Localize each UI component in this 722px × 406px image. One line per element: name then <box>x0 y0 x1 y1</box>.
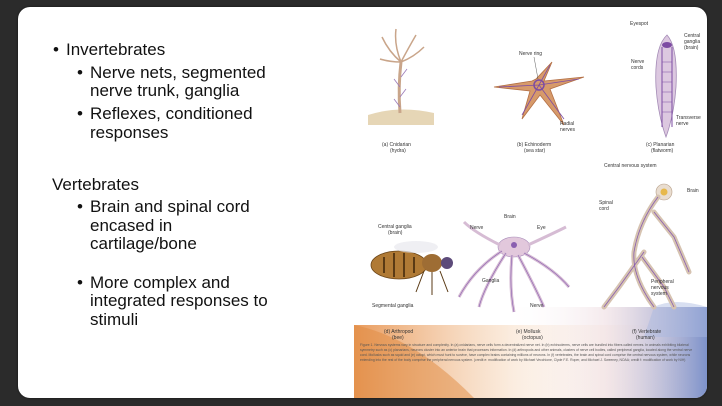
seastar-illustration: Nerve ring Radial nerves (b) Echinoderm … <box>493 51 585 154</box>
figure-caption: Figure 1. Nervous systems vary in struct… <box>360 343 693 362</box>
human-label-pns-1: Peripheral <box>651 279 674 285</box>
planarian-body <box>655 34 677 139</box>
planarian-label-eyespot: Eyespot <box>630 21 649 27</box>
bee-stripes <box>383 253 415 277</box>
bullet-level2: •Brain and spinal cord <box>77 197 250 216</box>
bee-label-central-1: Central ganglia <box>378 224 412 230</box>
leader-line <box>533 56 539 80</box>
octopus-label-brain: Brain <box>504 214 516 220</box>
bullet-level2: •More complex and <box>77 273 230 292</box>
bullet-continuation: stimuli <box>90 310 138 329</box>
human-label-spinal-1: Spinal <box>599 200 613 206</box>
bullet-text: stimuli <box>90 310 139 329</box>
bullet-text: Reflexes, conditioned <box>90 104 253 123</box>
hydra-caption-2: (hydra) <box>390 148 406 154</box>
bullet-text: More complex and <box>90 273 230 292</box>
bullet-text: nerve trunk, ganglia <box>90 81 240 100</box>
octopus-nerves <box>458 250 570 313</box>
human-caption-2: (human) <box>636 335 655 341</box>
hydra-tentacles <box>379 28 425 63</box>
seastar-label-radial-1: Radial <box>560 121 574 127</box>
planarian-label-transverse-1: Transverse <box>676 115 701 121</box>
bullet-level2: •Nerve nets, segmented <box>77 63 266 82</box>
octopus-illustration: Nerve Brain Eye Ganglia Nerve (e) Mollus… <box>457 214 571 341</box>
bee-label-central-2: (brain) <box>388 230 403 236</box>
bullet-continuation: encased in <box>90 216 172 235</box>
figure-canvas: (a) Cnidarian (hydra) Nerve ring Radial … <box>354 21 707 398</box>
bee-abdomen <box>370 250 428 280</box>
bullet-text: cartilage/bone <box>90 234 197 253</box>
heading-vertebrates: Vertebrates <box>52 175 139 194</box>
planarian-caption-2: (flatworm) <box>651 148 674 154</box>
planarian-transverse-nerves <box>662 61 672 113</box>
bullet-text: Vertebrates <box>52 175 139 194</box>
octopus-arms <box>457 220 571 313</box>
hydra-nerve-net <box>393 68 408 108</box>
planarian-label-transverse-2: nerve <box>676 121 689 127</box>
bee-caption-1: (d) Arthropod <box>384 329 413 335</box>
slide-text-column: •Invertebrates •Nerve nets, segmented ne… <box>18 7 358 398</box>
human-label-cns: Central nervous system <box>604 163 657 169</box>
octopus-brain <box>511 242 517 248</box>
seastar-caption-1: (b) Echinoderm <box>517 142 551 148</box>
blue-wash-right <box>644 167 707 337</box>
planarian-label-central-3: (brain) <box>684 45 699 51</box>
human-illustration: Central nervous system Brain Spinal cord… <box>599 163 699 341</box>
octopus-label-ganglia: Ganglia <box>482 278 499 284</box>
planarian-caption-1: (c) Planarian <box>646 142 675 148</box>
human-label-spinal-2: cord <box>599 206 609 212</box>
planarian-label-central-2: ganglia <box>684 39 700 45</box>
octopus-caption-2: (octopus) <box>522 335 543 341</box>
bee-illustration: Central ganglia (brain) Segmental gangli… <box>370 224 453 341</box>
hydra-base <box>368 109 434 125</box>
planarian-label-central-1: Central <box>684 33 700 39</box>
human-label-pns-2: nervous <box>651 285 669 291</box>
bullet-text: Brain and spinal cord <box>90 197 250 216</box>
bullet-continuation: nerve trunk, ganglia <box>90 81 239 100</box>
planarian-label-nerve-1: Nerve <box>631 59 645 65</box>
nervous-systems-figure: (a) Cnidarian (hydra) Nerve ring Radial … <box>354 7 707 398</box>
bullet-text: encased in <box>90 216 173 235</box>
bullet-continuation: responses <box>90 123 168 142</box>
seastar-label-radial-2: nerves <box>560 127 576 133</box>
hydra-caption-1: (a) Cnidarian <box>382 142 411 148</box>
octopus-label-nerve-bottom: Nerve <box>530 303 544 309</box>
bee-head <box>441 257 453 269</box>
bullet-text: Invertebrates <box>66 40 166 59</box>
seastar-radial-nerves <box>498 64 580 120</box>
bullet-text: Nerve nets, segmented <box>90 63 266 82</box>
bullet-text: integrated responses to <box>90 291 268 310</box>
bee-thorax <box>422 254 442 272</box>
planarian-illustration: Eyespot Central ganglia (brain) Nerve co… <box>630 21 701 154</box>
bullet-text: responses <box>90 123 169 142</box>
human-brain <box>660 188 668 196</box>
bullet-level1: •Invertebrates <box>53 40 166 59</box>
seastar-caption-2: (sea star) <box>524 148 545 154</box>
human-caption-1: (f) Vertebrate <box>632 329 661 335</box>
hydra-body <box>397 61 403 114</box>
octopus-label-eye: Eye <box>537 225 546 231</box>
bee-label-segmental: Segmental ganglia <box>372 303 414 309</box>
orange-wash-left <box>354 325 474 398</box>
bullet-continuation: integrated responses to <box>90 291 268 310</box>
octopus-label-nerve: Nerve <box>470 225 484 231</box>
human-label-pns-3: system <box>651 291 667 297</box>
seastar-body <box>493 61 585 126</box>
planarian-nerve-cords <box>661 47 673 127</box>
planarian-brain <box>662 42 672 48</box>
human-label-brain: Brain <box>687 188 699 194</box>
octopus-caption-1: (e) Mollusk <box>516 329 541 335</box>
bee-caption-2: (bee) <box>392 335 404 341</box>
human-nerves <box>603 196 690 308</box>
bullet-continuation: cartilage/bone <box>90 234 197 253</box>
seastar-label-ring: Nerve ring <box>519 51 542 57</box>
hydra-illustration: (a) Cnidarian (hydra) <box>368 28 434 154</box>
figure-caption-box: Figure 1. Nervous systems vary in struct… <box>360 343 693 362</box>
slide: •Invertebrates •Nerve nets, segmented ne… <box>18 7 707 398</box>
bee-wing <box>394 241 438 253</box>
caption-band-blue <box>504 307 707 398</box>
planarian-label-nerve-2: cords <box>631 65 644 71</box>
bee-legs <box>415 270 449 295</box>
bullet-level2: •Reflexes, conditioned <box>77 104 253 123</box>
